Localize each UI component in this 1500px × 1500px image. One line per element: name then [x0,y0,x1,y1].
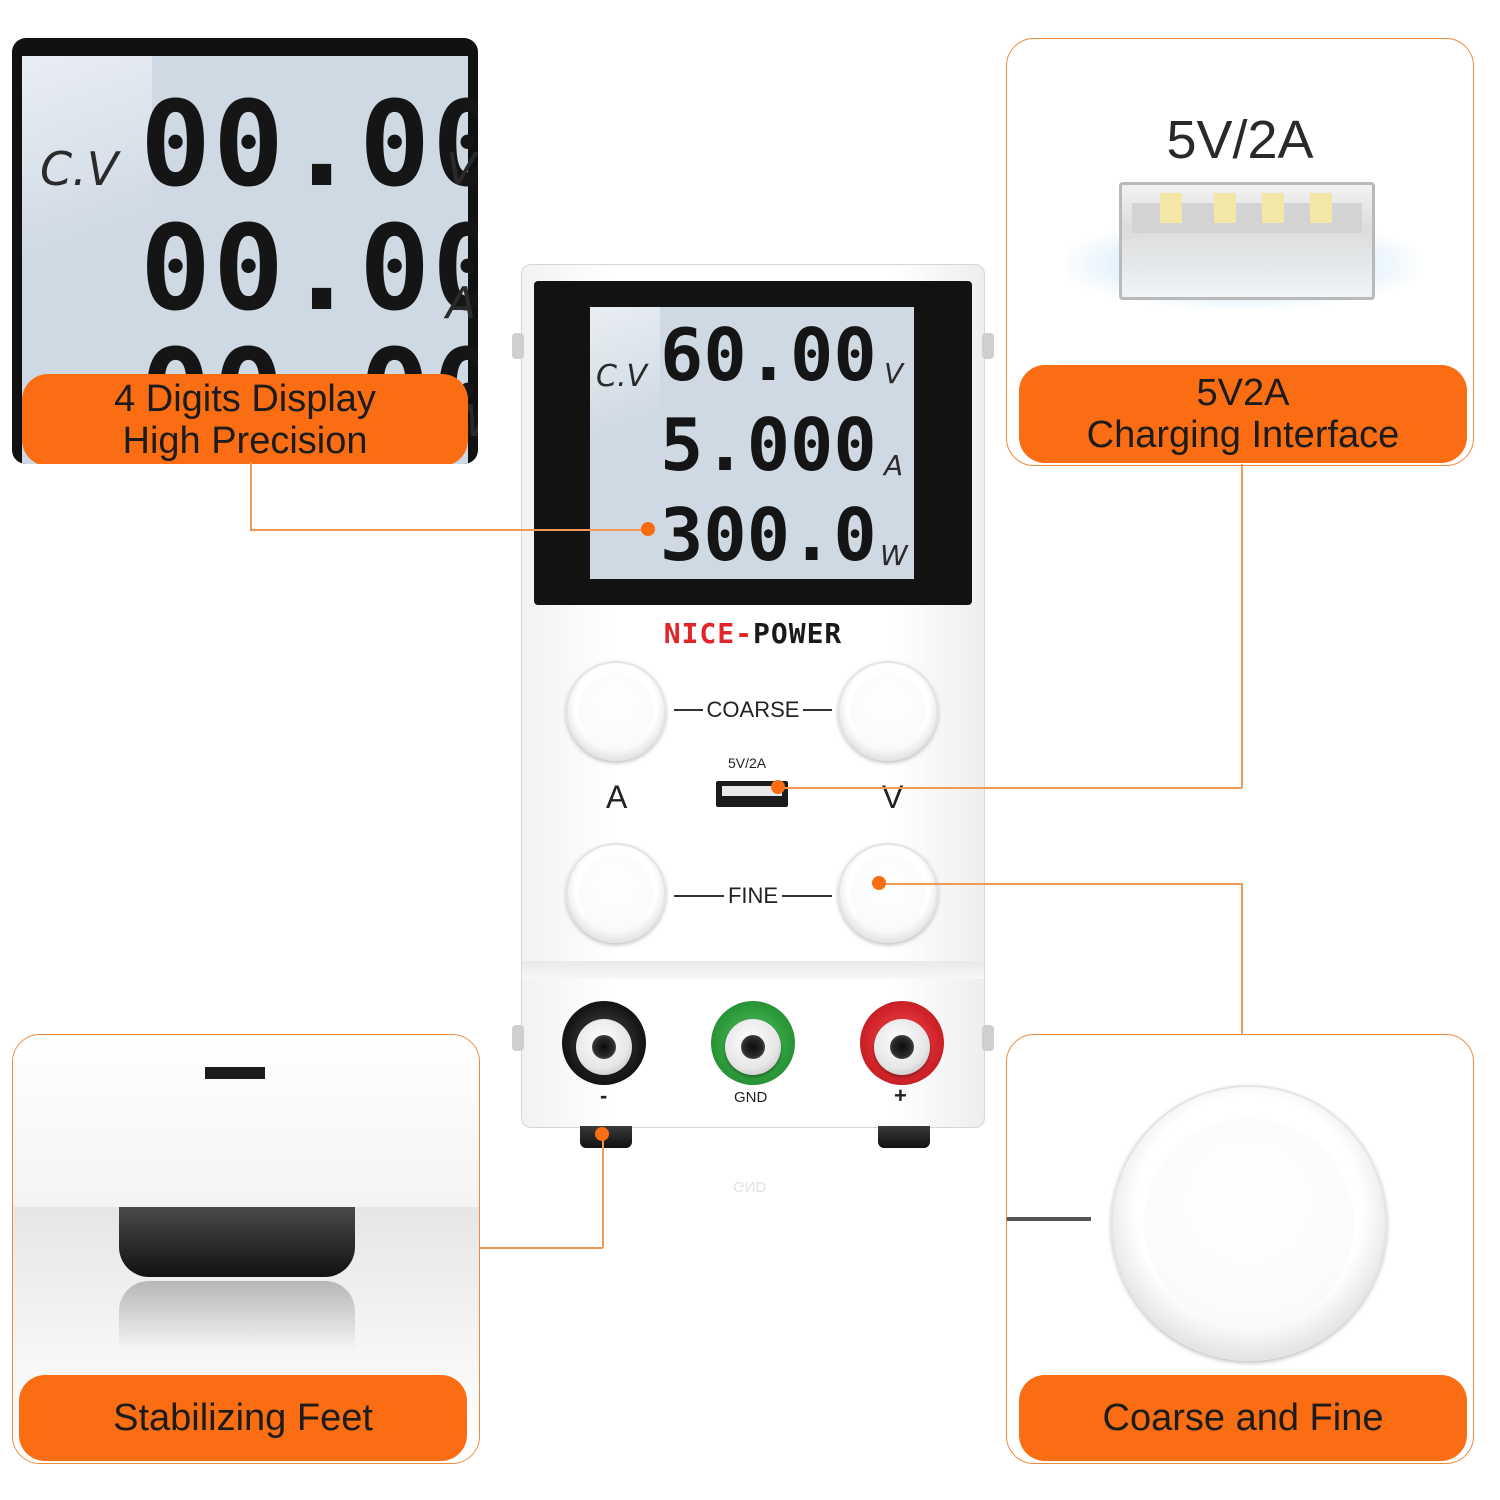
device-lcd-current: 5.000 [660,403,877,487]
knob-closeup [1111,1085,1387,1361]
display-connector-dot [641,522,655,536]
knob-callout: Coarse and Fine [1006,1034,1474,1464]
feet-connector-dot [595,1127,609,1141]
fine-label: FINE [727,883,779,908]
coarse-label-row: COARSE [674,695,833,725]
display-connector-vertical [250,462,252,530]
brand-logo-part1: NICE- [663,617,753,650]
screw-right-top [982,333,994,359]
usb-callout-line2: Charging Interface [1086,414,1400,456]
current-knob-label: A [606,779,628,815]
knob-connector-horizontal [880,883,1242,885]
screw-left-top [512,333,524,359]
device-foot-right [878,1126,930,1148]
coarse-current-knob[interactable] [566,661,666,761]
terminal-positive-label: + [894,1083,907,1108]
knob-connector-dot [872,876,886,890]
device-lcd-current-unit: A [884,449,904,482]
zoom-lcd-current-unit: A [446,278,477,329]
terminal-gnd-label: GND [734,1089,768,1106]
knob-callout-line [1007,1217,1091,1221]
display-callout-banner: 4 Digits Display High Precision [22,374,468,464]
coarse-voltage-knob[interactable] [838,661,938,761]
screw-left-bottom [512,1025,524,1051]
fine-current-knob[interactable] [566,843,666,943]
screw-right-bottom [982,1025,994,1051]
usb-connector-horizontal [779,787,1242,789]
display-callout-line1: 4 Digits Display [114,378,376,420]
feet-callout: Stabilizing Feet [12,1034,480,1464]
device-lcd-voltage-unit: V [884,357,904,390]
brand-logo-part2: POWER [753,617,843,650]
usb-connector-dot [771,780,785,794]
usb-label: 5V/2A [728,755,767,771]
feet-slot [205,1067,265,1079]
feet-device-body [13,1035,479,1207]
feet-connector-vertical [602,1134,604,1248]
terminal-negative[interactable] [562,1001,646,1085]
zoom-lcd-current: 00.00 [140,199,478,337]
display-connector-horizontal [250,529,646,531]
usb-port-big [1119,182,1375,300]
feet-connector-horizontal [480,1247,603,1249]
device-lcd-power-unit: W [880,539,908,572]
display-callout: C.V 00.00 V 00.00 A 00.00 W 4 Digits Dis… [12,38,478,464]
terminal-positive[interactable] [860,1001,944,1085]
coarse-label: COARSE [706,697,800,722]
usb-connector-vertical [1241,464,1243,788]
feet-callout-banner: Stabilizing Feet [19,1375,467,1461]
terminal-gnd[interactable] [711,1001,795,1085]
fine-voltage-knob[interactable] [838,843,938,943]
device-lcd-power: 300.0 [660,493,877,577]
zoom-lcd-voltage: 00.00 [140,75,478,213]
usb-callout-header: 5V/2A [1166,110,1314,170]
brand-logo: NICE-POWER [522,617,984,650]
knob-connector-vertical [1241,883,1243,1035]
fine-label-row: FINE [674,881,832,911]
usb-callout-line1: 5V2A [1196,372,1290,414]
usb-callout: 5V/2A 5V2A Charging Interface [1006,38,1474,466]
power-supply-device: C.V 60.00 V 5.000 A 300.0 W NICE-POWER C… [512,264,994,1128]
zoom-lcd-voltage-unit: V [446,144,477,195]
zoom-lcd-mode: C.V [40,142,119,196]
display-callout-line2: High Precision [122,420,368,462]
device-lcd-screen: C.V 60.00 V 5.000 A 300.0 W [590,307,914,579]
knob-callout-banner: Coarse and Fine [1019,1375,1467,1461]
rubber-foot-reflection [119,1281,355,1351]
terminal-negative-label: - [600,1083,608,1108]
device-lcd-voltage: 60.00 [660,313,877,397]
device-lcd-bezel: C.V 60.00 V 5.000 A 300.0 W [534,281,972,605]
rubber-foot [119,1207,355,1277]
device-lcd-mode: C.V [596,359,648,394]
usb-callout-banner: 5V2A Charging Interface [1019,365,1467,463]
device-reflection-text: GND [733,1178,767,1195]
panel-separator [522,961,984,979]
voltage-knob-label: V [882,779,904,815]
